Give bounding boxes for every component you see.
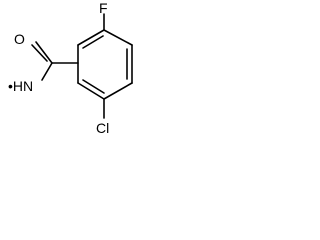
carbonyl-double-bond-outer <box>35 41 53 64</box>
molecule-svg: F O •HN Cl <box>8 0 133 136</box>
oxygen-label: O <box>14 31 25 47</box>
chlorine-label: Cl <box>96 120 109 136</box>
ring-bond-upper-left <box>77 29 105 46</box>
carbonyl-double-bond-inner <box>31 44 48 62</box>
fluorine-label: F <box>99 0 108 16</box>
amide-nitrogen-bond <box>41 62 53 81</box>
ring-bond-bottom <box>77 82 105 100</box>
molecule-diagram: F O •HN Cl <box>0 0 167 155</box>
ring-bond-right-lower <box>103 82 133 100</box>
ring-double-bond-bottom <box>82 79 105 94</box>
ring-double-bond-top <box>82 35 104 49</box>
nitrogen-radical-label: •HN <box>8 78 33 94</box>
ring-bond-top <box>103 29 133 46</box>
